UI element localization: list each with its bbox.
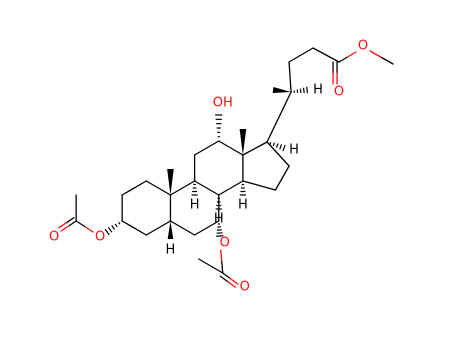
bond-ring-b (193, 180, 220, 196)
hash-bond-c14-h (239, 180, 246, 196)
bond-ring-a (121, 220, 147, 236)
hydrogen-label-c8: H (214, 212, 224, 227)
hash-stroke (111, 225, 116, 230)
wedge-methyl-c21 (272, 87, 292, 93)
bond-c22-c23 (288, 47, 314, 63)
hash-stroke (269, 141, 272, 145)
bond-ring-b (193, 220, 220, 236)
bond-acyl7-carbonyl (229, 277, 239, 285)
hash-stroke (107, 227, 113, 233)
bond-acyl3-carbonyl (65, 217, 75, 224)
bond-acyl7-methyl (198, 258, 224, 274)
acetoxy3-link-oxygen-label: O (95, 230, 105, 245)
bond-ring-a (145, 220, 172, 236)
hash-bond-c20-h (290, 86, 309, 94)
bond-c20-c22 (288, 61, 292, 93)
hash-stroke (272, 142, 275, 147)
wedge-methyl-c10 (167, 169, 174, 195)
hydrogen-label-c14: H (238, 198, 248, 213)
bond-o-methyl (369, 50, 383, 59)
hash-stroke (104, 228, 110, 236)
bond-acyl3-carbonyl (68, 220, 77, 227)
hash-bond-c8-h (215, 194, 222, 210)
bond-o3-acyl (84, 225, 94, 233)
hash-bond-c3-o (104, 220, 123, 236)
bond-ring-b (169, 180, 196, 196)
bond-ring-a (145, 180, 172, 196)
hydroxyl-label: OH (213, 96, 233, 111)
hydrogen-label-c17: H (289, 143, 299, 158)
hydrogen-label-c20: H (313, 83, 323, 98)
hash-bond-c12-oh (215, 114, 223, 142)
carbonyl-oxygen-label: O (334, 85, 344, 100)
acetoxy3-carbonyl-oxygen-label: O (49, 230, 59, 245)
acetoxy7-carbonyl-oxygen-label: O (240, 280, 250, 295)
bond-acyl3-carbonyl (58, 222, 68, 229)
hash-stroke (299, 88, 302, 94)
hash-stroke (279, 144, 283, 150)
bond-ring-d (266, 141, 290, 167)
bond-ring-c (218, 180, 244, 196)
bond-c24-o (338, 56, 349, 63)
wedge-methyl-c13 (239, 129, 247, 155)
hash-stroke (121, 220, 123, 222)
bond-ring-d (242, 180, 277, 191)
hash-bond-c7-o (216, 220, 224, 237)
bond-ring-c (193, 140, 220, 156)
acetoxy7-link-oxygen-label: O (220, 236, 230, 251)
bond-c17-c20 (266, 91, 292, 143)
bond-ring-c (218, 140, 244, 156)
hash-stroke (306, 86, 309, 94)
bond-o-methyl (380, 56, 394, 65)
hydrogen-label-c5: H (166, 243, 176, 258)
bond-ring-d (242, 141, 268, 156)
bond-c23-c24 (312, 47, 340, 63)
bond-acyl7-carbonyl (222, 272, 231, 280)
hash-stroke (117, 221, 121, 225)
bond-ring-b (169, 220, 196, 236)
hash-stroke (275, 143, 279, 148)
bond-ring-a (121, 180, 147, 196)
bond-ring-d (274, 165, 290, 191)
hash-stroke (114, 223, 118, 228)
bond-o7-acyl (220, 249, 223, 263)
ester-oxygen-label: O (358, 39, 368, 54)
bond-o7-acyl (221, 260, 224, 274)
bond-acyl7-carbonyl (219, 275, 229, 283)
hash-stroke (282, 144, 286, 152)
bond-o3-acyl (75, 220, 86, 228)
wedge-bond-c5-h (167, 221, 174, 239)
hash-bond-c9-h (191, 180, 198, 196)
hydrogen-label-c9: H (190, 198, 200, 213)
bond-c24-o (346, 51, 357, 58)
bond-acyl3-carbonyl (60, 225, 70, 232)
hash-stroke (302, 87, 305, 94)
hash-bond-c17-h (266, 141, 286, 152)
bond-acyl7-carbonyl (227, 281, 237, 288)
